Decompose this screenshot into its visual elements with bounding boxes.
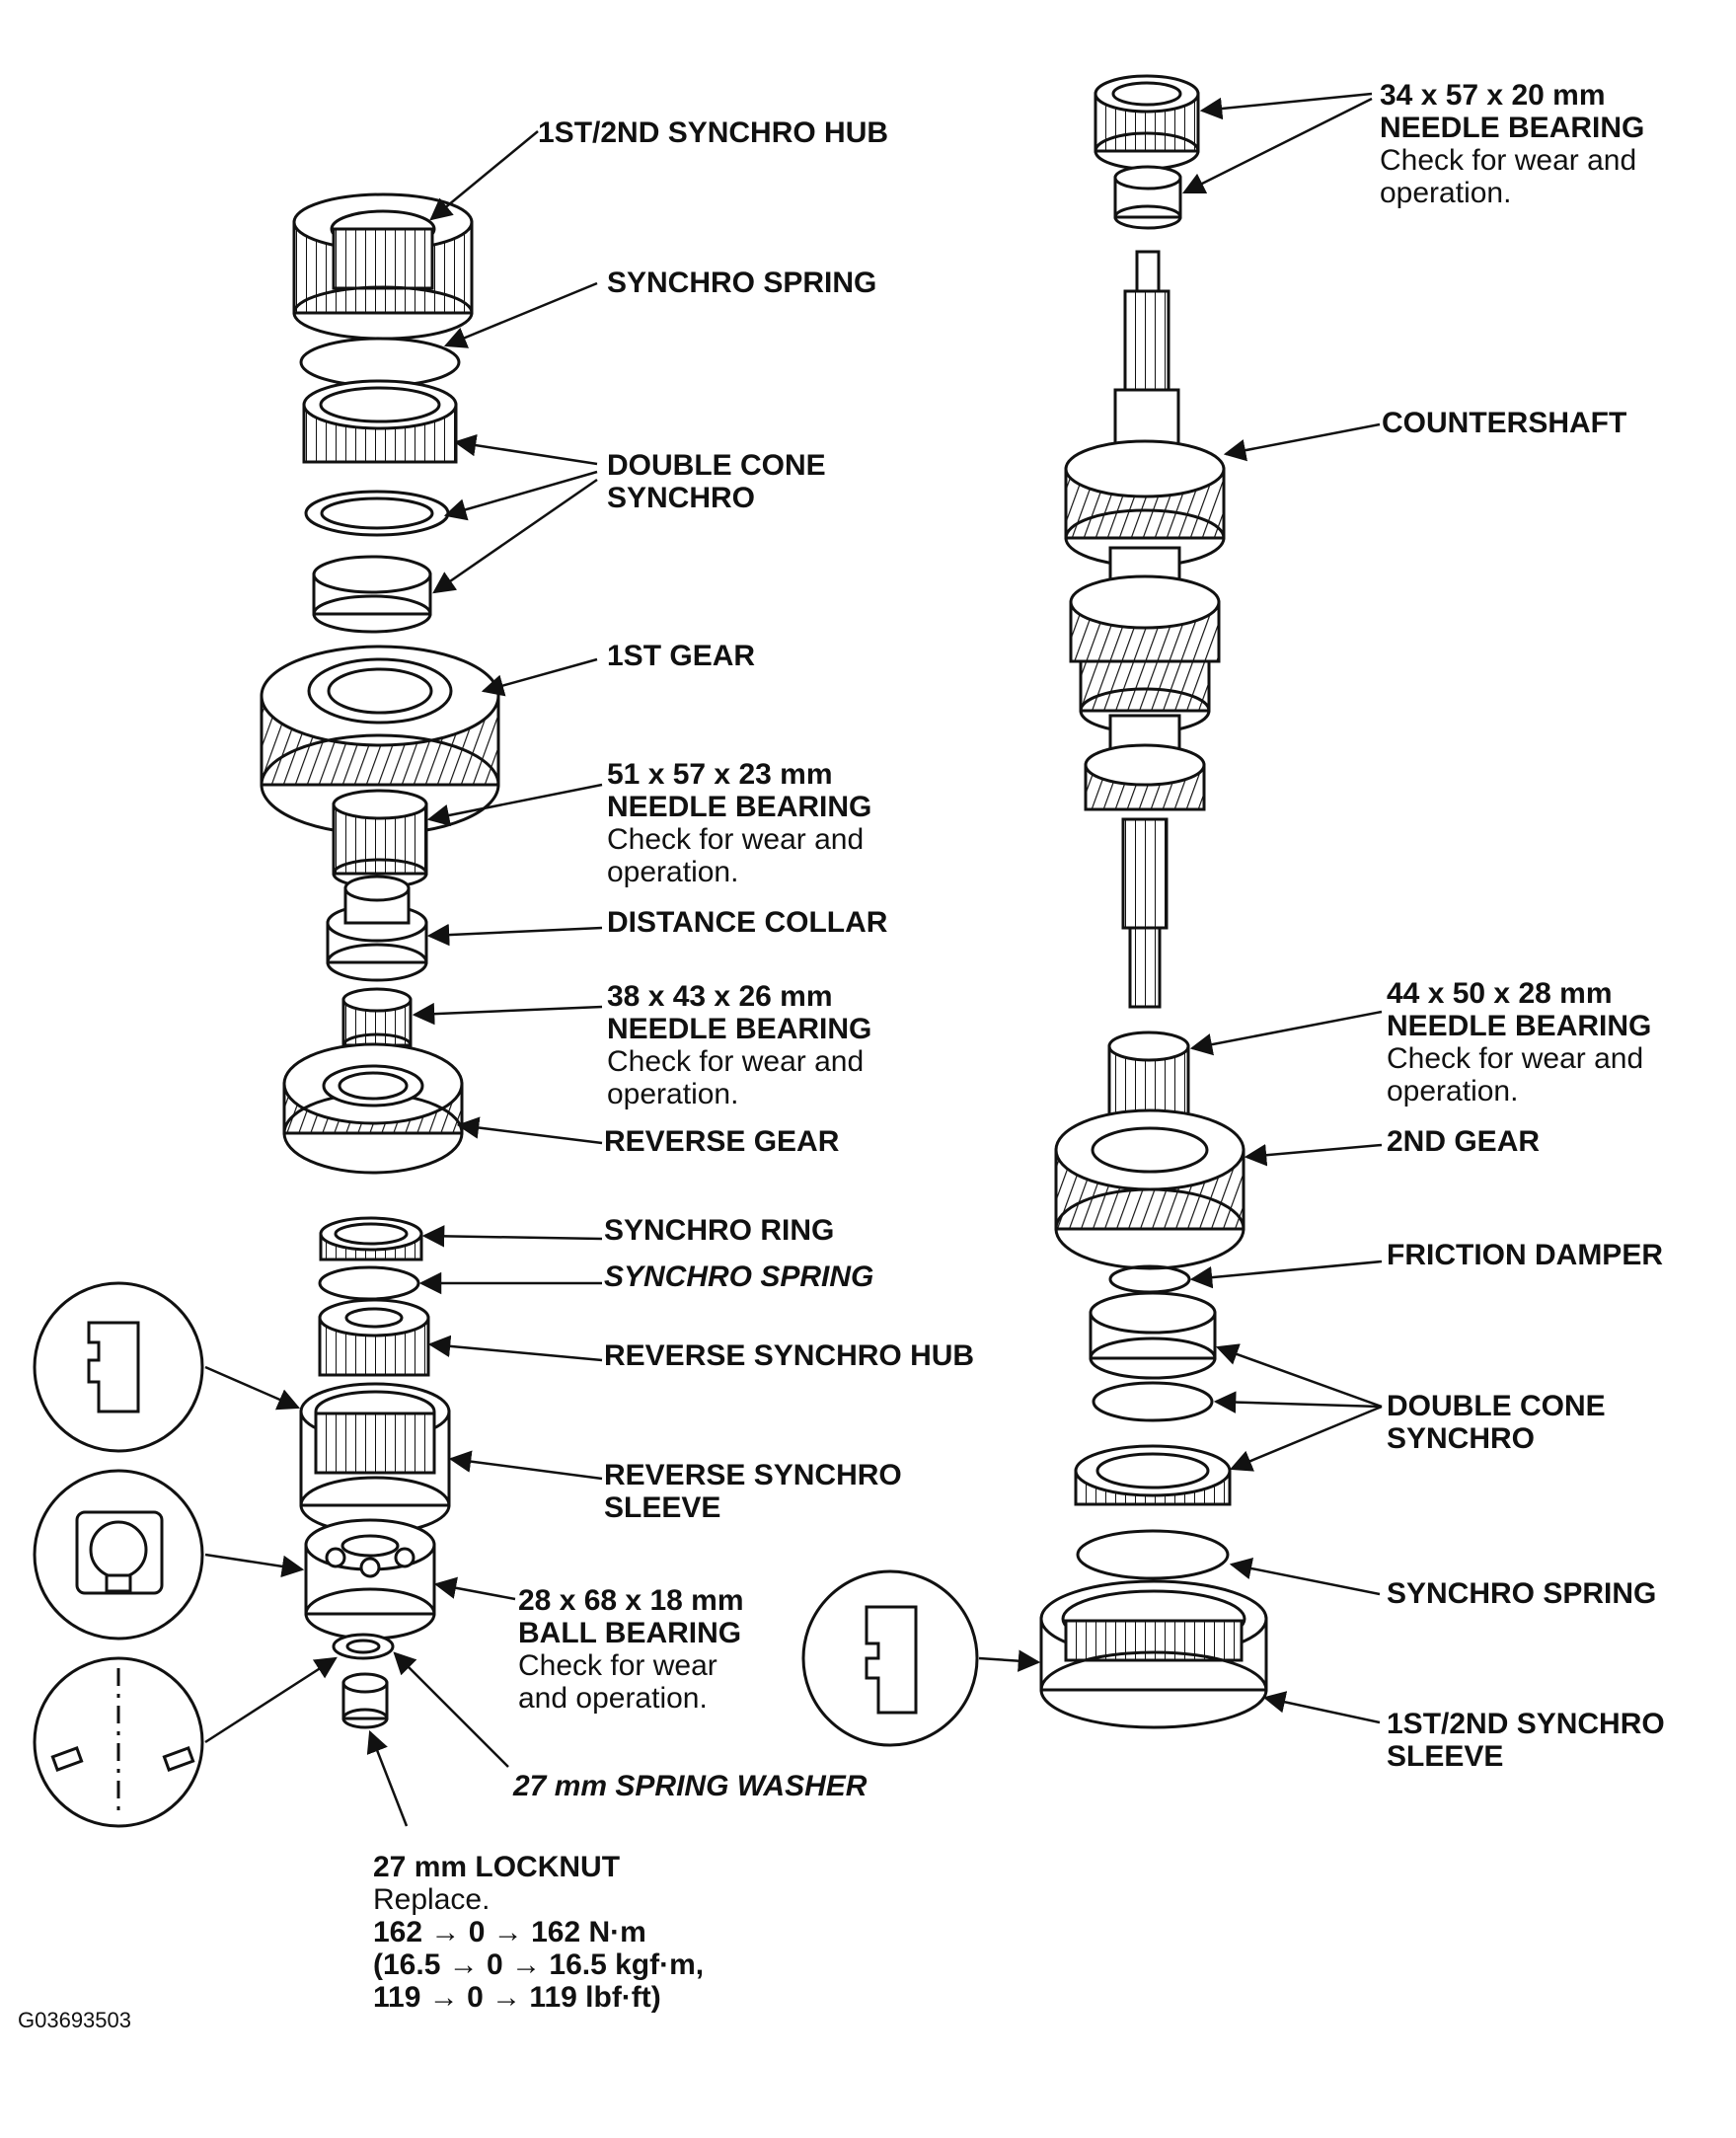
label-needle-bearing-44: 44 x 50 x 28 mm NEEDLE BEARING Check for… [1387, 977, 1651, 1107]
label-text: SYNCHRO SPRING [607, 267, 877, 299]
label-text: SLEEVE [604, 1491, 721, 1524]
label-synchro-ring: SYNCHRO RING [604, 1214, 834, 1247]
detail-circle-bearing [33, 1469, 204, 1641]
label-1st-2nd-synchro-hub: 1ST/2ND SYNCHRO HUB [538, 116, 888, 149]
label-text: 34 x 57 x 20 mm [1380, 79, 1606, 112]
label-text: operation. [1380, 177, 1512, 209]
label-text: Check for wear and [607, 823, 865, 856]
label-text: NEEDLE BEARING [607, 1013, 872, 1045]
2nd-gear-part [1054, 1108, 1245, 1270]
figure-code: G03693503 [18, 2008, 131, 2032]
synchro-hub-1st-2nd-part [292, 192, 474, 341]
label-text: 1ST GEAR [607, 640, 756, 672]
label-text: operation. [1387, 1075, 1519, 1107]
friction-damper-part [1108, 1264, 1191, 1294]
torque-spec: (16.5 → 0 → 16.5 kgf·m, [373, 1948, 705, 1981]
label-text: 1ST/2ND SYNCHRO HUB [538, 116, 889, 149]
label-reverse-synchro-hub: REVERSE SYNCHRO HUB [604, 1339, 974, 1372]
double-cone-synchro-left-part [302, 379, 458, 634]
label-text: NEEDLE BEARING [1387, 1010, 1652, 1042]
label-reverse-gear: REVERSE GEAR [604, 1125, 839, 1158]
detail-circle-sleeve [33, 1281, 204, 1453]
label-text: SLEEVE [1387, 1740, 1504, 1773]
label-text: REVERSE SYNCHRO HUB [604, 1339, 975, 1372]
label-text: FRICTION DAMPER [1387, 1239, 1663, 1271]
synchro-sleeve-1st-2nd-part [1039, 1579, 1268, 1729]
label-1st-gear: 1ST GEAR [607, 640, 755, 672]
label-text: REVERSE SYNCHRO [604, 1459, 902, 1491]
label-text: and operation. [518, 1682, 708, 1715]
label-text: 44 x 50 x 28 mm [1387, 977, 1613, 1010]
label-text: NEEDLE BEARING [1380, 112, 1645, 144]
synchro-ring-part [319, 1216, 423, 1261]
leader-arrows [204, 92, 1383, 1827]
label-synchro-spring-left-mid: SYNCHRO SPRING [604, 1260, 873, 1293]
label-synchro-spring-right: SYNCHRO SPRING [1387, 1577, 1656, 1610]
reverse-synchro-hub-part [318, 1298, 430, 1377]
label-text: Replace. [373, 1883, 491, 1916]
label-text: operation. [607, 856, 739, 888]
label-text: Check for wear and [607, 1045, 865, 1078]
reverse-synchro-sleeve-part [299, 1382, 451, 1535]
label-text: 27 mm LOCKNUT [373, 1851, 621, 1883]
label-text: Check for wear [518, 1649, 717, 1682]
needle-bearing-38-part [341, 987, 413, 1058]
label-2nd-gear: 2ND GEAR [1387, 1125, 1540, 1158]
label-text: DOUBLE CONE [1387, 1390, 1606, 1422]
reverse-gear-part [282, 1042, 464, 1175]
synchro-spring-right-part [1076, 1529, 1230, 1580]
torque-spec: 119 → 0 → 119 lbf·ft) [373, 1981, 661, 2014]
label-text: SYNCHRO SPRING [604, 1260, 874, 1293]
synchro-spring-left-top-part [299, 337, 461, 388]
label-text: NEEDLE BEARING [607, 791, 872, 823]
label-needle-bearing-38: 38 x 43 x 26 mm NEEDLE BEARING Check for… [607, 980, 871, 1110]
label-spring-washer: 27 mm SPRING WASHER [513, 1770, 867, 1802]
torque-spec: 162 → 0 → 162 N·m [373, 1916, 646, 1948]
label-text: 51 x 57 x 23 mm [607, 758, 833, 791]
label-reverse-synchro-sleeve: REVERSE SYNCHRO SLEEVE [604, 1459, 902, 1524]
detail-circle-locknut [33, 1656, 204, 1828]
countershaft-part [1064, 250, 1226, 1009]
ball-bearing-part [304, 1518, 436, 1641]
label-locknut: 27 mm LOCKNUT Replace. 162 → 0 → 162 N·m… [373, 1851, 704, 2014]
label-double-cone-synchro-left: DOUBLE CONE SYNCHRO [607, 449, 826, 514]
label-text: SYNCHRO SPRING [1387, 1577, 1657, 1610]
1st-gear-part [260, 645, 500, 836]
label-text: 2ND GEAR [1387, 1125, 1541, 1158]
label-needle-bearing-51: 51 x 57 x 23 mm NEEDLE BEARING Check for… [607, 758, 871, 888]
needle-bearing-34-part [1094, 74, 1200, 230]
label-text: 1ST/2ND SYNCHRO [1387, 1708, 1665, 1740]
label-distance-collar: DISTANCE COLLAR [607, 906, 887, 939]
needle-bearing-51-part [332, 789, 428, 889]
label-text: COUNTERSHAFT [1382, 407, 1627, 439]
label-text: Check for wear and [1387, 1042, 1644, 1075]
label-synchro-spring-left-top: SYNCHRO SPRING [607, 267, 876, 299]
label-text: DOUBLE CONE [607, 449, 826, 482]
label-friction-damper: FRICTION DAMPER [1387, 1239, 1663, 1271]
label-text: 27 mm SPRING WASHER [513, 1770, 868, 1802]
synchro-spring-left-mid-part [318, 1265, 420, 1301]
detail-circle-right-sleeve [801, 1569, 979, 1747]
label-text: DISTANCE COLLAR [607, 906, 888, 939]
locknut-part [341, 1672, 389, 1729]
spring-washer-part [332, 1633, 395, 1660]
label-double-cone-synchro-right: DOUBLE CONE SYNCHRO [1387, 1390, 1606, 1455]
label-ball-bearing: 28 x 68 x 18 mm BALL BEARING Check for w… [518, 1584, 744, 1715]
label-text: SYNCHRO [1387, 1422, 1536, 1455]
label-text: Check for wear and [1380, 144, 1637, 177]
label-text: SYNCHRO [607, 482, 756, 514]
label-countershaft: COUNTERSHAFT [1382, 407, 1626, 439]
double-cone-synchro-right-part [1074, 1291, 1232, 1506]
label-1st-2nd-synchro-sleeve: 1ST/2ND SYNCHRO SLEEVE [1387, 1708, 1665, 1773]
label-text: SYNCHRO RING [604, 1214, 835, 1247]
label-text: 38 x 43 x 26 mm [607, 980, 833, 1013]
label-needle-bearing-34: 34 x 57 x 20 mm NEEDLE BEARING Check for… [1380, 79, 1644, 209]
label-text: 28 x 68 x 18 mm [518, 1584, 744, 1617]
label-text: REVERSE GEAR [604, 1125, 840, 1158]
distance-collar-part [326, 875, 428, 982]
label-text: BALL BEARING [518, 1617, 742, 1649]
label-text: operation. [607, 1078, 739, 1110]
